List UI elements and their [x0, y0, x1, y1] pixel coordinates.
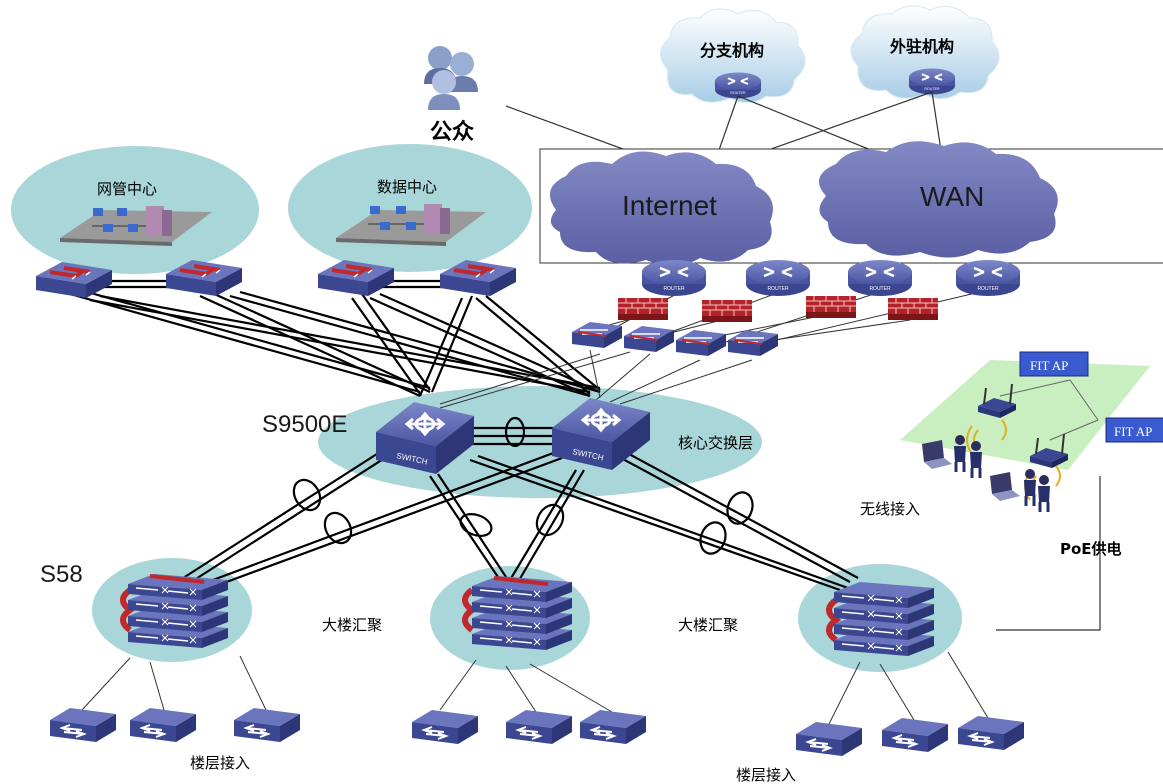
branch-org-label: 分支机构: [700, 41, 764, 60]
firewall-icon-1: [617, 297, 669, 321]
data-center-label: 数据中心: [377, 178, 437, 196]
branch-org-cloud: [660, 8, 806, 103]
security-switch-icon-3: [675, 329, 727, 357]
data-center-lan-icon: [336, 204, 486, 246]
branch-router-icon: [714, 71, 762, 100]
trunk-links: [69, 279, 859, 596]
access-switch-icon-7: [795, 721, 863, 757]
access-switch-icon-5: [505, 709, 573, 745]
fit-ap-tag-1: [1019, 351, 1089, 377]
security-switch-icon-2: [623, 325, 675, 353]
core-layer-label: 核心交换层: [678, 434, 753, 452]
external-org-cloud: [850, 5, 1000, 99]
core-model-label: S9500E: [262, 411, 347, 438]
security-switch-icon-1: [571, 321, 623, 349]
access-switch-icon-1: [49, 707, 117, 743]
poe-label: PoE供电: [1060, 540, 1122, 558]
internet-label: Internet: [622, 190, 717, 221]
router-icon-1: [640, 258, 708, 298]
agg-stack-icon-3: [826, 581, 935, 657]
public-users-icon: [424, 46, 478, 110]
access-switch-icon-4: [411, 709, 479, 745]
security-switch-icon-4: [727, 329, 779, 357]
poe-link: [996, 476, 1101, 631]
access-switch-icon-8: [881, 717, 949, 753]
router-icon-3: [846, 258, 914, 298]
wireless-access-label: 无线接入: [860, 500, 920, 518]
fit-ap-label-2: FIT AP: [1114, 424, 1152, 439]
nms-center-zone: [11, 146, 259, 274]
aggregation-model-label: S58: [40, 561, 83, 588]
building-agg-label-1: 大楼汇聚: [322, 616, 382, 634]
wan-label: WAN: [920, 181, 984, 212]
access-switch-icon-2: [129, 707, 197, 743]
public-label: 公众: [430, 120, 474, 145]
fit-ap-label-1: FIT AP: [1030, 358, 1068, 373]
external-org-label: 外驻机构: [889, 37, 954, 56]
external-router-icon: [908, 67, 956, 96]
lag-rings: [292, 416, 754, 555]
agg-stack-icon-2: [462, 575, 573, 651]
building-agg-label-2: 大楼汇聚: [678, 616, 738, 634]
router-icon-2: [744, 258, 812, 298]
data-center-zone: [288, 144, 532, 272]
floor-access-label-1: 楼层接入: [190, 754, 250, 772]
edge-links: [439, 291, 981, 409]
access-switch-icon-3: [233, 707, 301, 743]
router-icon-4: [954, 258, 1022, 298]
fit-ap-tag-2: [1105, 417, 1163, 443]
access-switch-icon-6: [579, 709, 647, 745]
firewall-icon-3: [805, 295, 857, 319]
internet-cloud: [549, 151, 773, 266]
floor-access-label-2: 楼层接入: [736, 766, 796, 784]
access-switch-icon-9: [957, 715, 1025, 751]
nms-center-label: 网管中心: [97, 180, 157, 198]
agg-stack-icon-1: [120, 573, 229, 649]
firewall-icon-2: [701, 299, 753, 323]
wan-cloud: [818, 141, 1058, 258]
firewall-icon-4: [887, 297, 939, 321]
nms-lan-icon: [60, 206, 212, 246]
access-links: [81, 651, 989, 727]
